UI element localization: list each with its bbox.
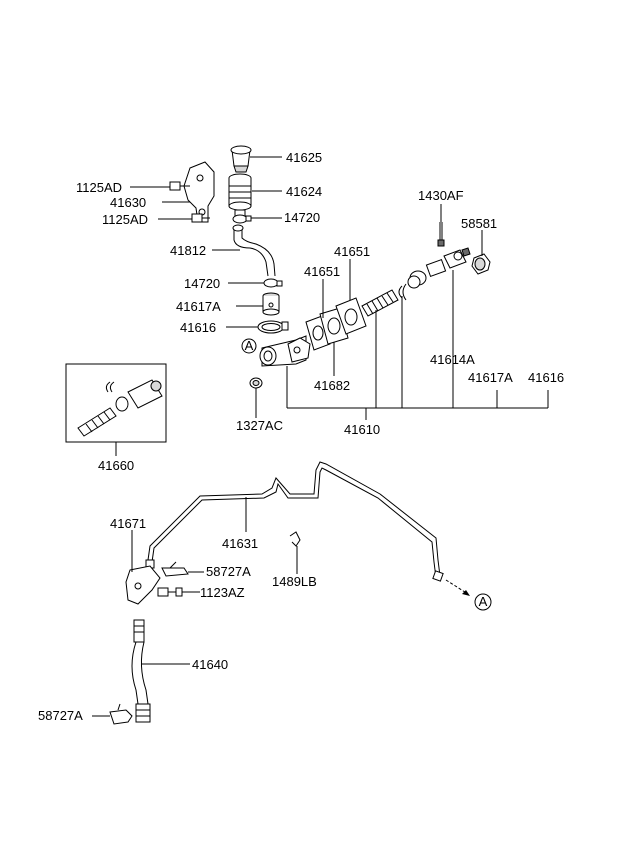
ref-marker-a1: A xyxy=(241,338,257,354)
label-41610: 41610 xyxy=(344,422,380,437)
label-41625: 41625 xyxy=(286,150,322,165)
label-1123AZ: 1123AZ xyxy=(200,585,245,600)
group-bracket-41610 xyxy=(286,270,549,420)
fitting xyxy=(262,292,280,316)
pipe-clip xyxy=(289,531,301,547)
label-41660: 41660 xyxy=(98,458,134,473)
boot xyxy=(407,270,427,289)
label-41631: 41631 xyxy=(222,536,258,551)
arrow-head xyxy=(462,590,470,596)
label-1327AC: 1327AC xyxy=(236,418,283,433)
clamp-lower xyxy=(263,278,283,288)
label-58727A-a: 58727A xyxy=(206,564,251,579)
label-41651-a: 41651 xyxy=(304,264,340,279)
hose xyxy=(233,226,269,277)
label-1430AF: 1430AF xyxy=(418,188,464,203)
label-41614A: 41614A xyxy=(430,352,475,367)
reservoir-body xyxy=(228,173,252,217)
label-14720-b: 14720 xyxy=(184,276,220,291)
clevis-pin xyxy=(437,222,445,247)
o-ring xyxy=(257,320,289,334)
bracket xyxy=(183,161,215,223)
label-41651-b: 41651 xyxy=(334,244,370,259)
ref-marker-a2: A xyxy=(474,593,492,611)
label-41616-a: 41616 xyxy=(180,320,216,335)
snap-ring xyxy=(398,283,407,301)
label-41812: 41812 xyxy=(170,243,206,258)
clip-lower xyxy=(109,703,133,725)
hose-bracket xyxy=(125,565,161,605)
master-cylinder xyxy=(259,335,311,367)
label-41624: 41624 xyxy=(286,184,322,199)
label-58727A-b: 58727A xyxy=(38,708,83,723)
bolt-upper xyxy=(169,181,190,191)
bolt-lower xyxy=(191,213,210,223)
gasket-3 xyxy=(335,297,367,335)
label-41671: 41671 xyxy=(110,516,146,531)
bolt-1123AZ xyxy=(157,587,183,597)
flex-hose xyxy=(131,619,151,723)
label-41617A-b: 41617A xyxy=(468,370,513,385)
label-41617A-a: 41617A xyxy=(176,299,221,314)
ref-marker-a1-text: A xyxy=(245,338,254,353)
ref-marker-a2-text: A xyxy=(479,594,488,609)
label-41630: 41630 xyxy=(110,195,146,210)
grommet xyxy=(249,377,263,389)
nut xyxy=(471,253,491,275)
label-1125AD-a: 1125AD xyxy=(76,180,122,195)
label-58581: 58581 xyxy=(461,216,497,231)
label-41640: 41640 xyxy=(192,657,228,672)
reservoir-cap xyxy=(230,145,252,173)
piston-spring xyxy=(361,289,399,317)
label-41616-b: 41616 xyxy=(528,370,564,385)
clip-upper xyxy=(161,561,189,577)
label-1489LB: 1489LB xyxy=(272,574,317,589)
kit-box xyxy=(65,363,167,456)
label-14720-a: 14720 xyxy=(284,210,320,225)
clamp-upper xyxy=(232,214,252,224)
label-1125AD-b: 1125AD xyxy=(102,212,148,227)
label-41682: 41682 xyxy=(314,378,350,393)
push-rod xyxy=(425,247,471,278)
clutch-pipe xyxy=(145,461,444,582)
